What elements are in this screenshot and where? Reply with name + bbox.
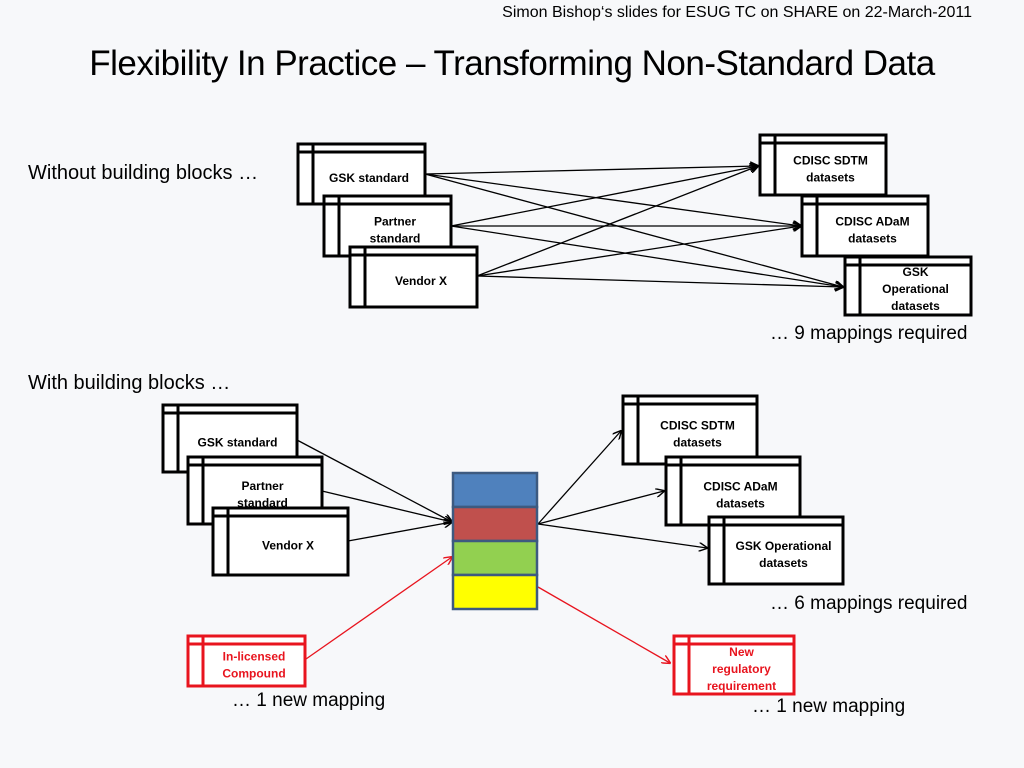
building-block-stack xyxy=(451,471,539,611)
bb-target-box-1-label: CDISC SDTM xyxy=(660,419,735,433)
target-box-2-label: CDISC ADaM xyxy=(835,215,909,229)
with-label: With building blocks … xyxy=(28,372,231,394)
target-box-2-label: datasets xyxy=(848,232,897,246)
bb-source-box-3: Vendor X xyxy=(211,506,350,577)
stack-layer-red xyxy=(451,505,539,543)
bb-target-box-2-label: CDISC ADaM xyxy=(703,480,777,494)
bb-source-box-2-label: Partner xyxy=(241,479,283,493)
new-source-arrow xyxy=(305,557,452,660)
new-target-box-label: New xyxy=(729,645,754,659)
source-box-2-label: Partner xyxy=(374,215,416,229)
stack-layer-blue xyxy=(451,471,539,509)
nine-mappings-caption: … 9 mappings required xyxy=(770,323,968,344)
target-box-1-label: datasets xyxy=(806,171,855,185)
bb-target-box-3-label: datasets xyxy=(759,556,808,570)
target-box-3-label: datasets xyxy=(891,299,940,313)
target-box-3-label: Operational xyxy=(882,282,949,296)
target-box-3-label: GSK xyxy=(902,265,928,279)
source-box-2-label: standard xyxy=(370,232,421,246)
header-note: Simon Bishop‘s slides for ESUG TC on SHA… xyxy=(502,4,972,21)
target-box-2: CDISC ADaM datasets xyxy=(800,194,930,258)
mapping-arrow-2-1 xyxy=(476,226,801,277)
target-box-1: CDISC SDTM datasets xyxy=(758,133,888,197)
six-mappings-caption: … 6 mappings required xyxy=(770,593,968,614)
bb-target-box-1: CDISC SDTM datasets xyxy=(621,394,759,466)
new-target-box-label: requirement xyxy=(707,679,776,693)
new-source-caption: … 1 new mapping xyxy=(232,690,386,711)
new-target-arrow xyxy=(537,586,670,663)
mapping-arrow-0-2 xyxy=(424,173,843,287)
bb-target-box-2-label: datasets xyxy=(716,497,765,511)
new-source-box-label: In-licensed xyxy=(223,650,286,664)
stack-layer-green xyxy=(451,539,539,577)
new-target-caption: … 1 new mapping xyxy=(752,696,906,717)
source-box-3-label: Vendor X xyxy=(395,274,447,288)
new-target-box: New regulatory requirement xyxy=(672,634,796,696)
without-label: Without building blocks … xyxy=(28,162,259,184)
mapping-arrow-0-0 xyxy=(424,166,758,175)
source-box-1: GSK standard xyxy=(296,142,427,206)
mapping-arrow-2-2 xyxy=(476,275,843,287)
bb-target-box-3: GSK Operational datasets xyxy=(707,515,845,586)
bb-target-box-3-label: GSK Operational xyxy=(735,539,831,553)
bb-target-box-1-label: datasets xyxy=(673,436,722,450)
bb-source-box-3-label: Vendor X xyxy=(262,539,314,553)
source-box-1-label: GSK standard xyxy=(329,171,409,185)
source-to-stack-arrow-2 xyxy=(321,490,452,522)
stack-to-target-arrow-3 xyxy=(537,523,707,548)
source-to-stack-arrow-3 xyxy=(347,522,452,542)
mapping-arrow-2-0 xyxy=(476,166,758,277)
mapping-arrow-1-2 xyxy=(450,225,843,287)
target-box-1-label: CDISC SDTM xyxy=(793,154,868,168)
mapping-arrow-0-1 xyxy=(424,173,801,226)
slide-title: Flexibility In Practice – Transforming N… xyxy=(89,44,935,83)
source-to-stack-arrow-1 xyxy=(296,439,452,522)
source-box-3: Vendor X xyxy=(348,245,479,309)
bb-source-box-1-label: GSK standard xyxy=(197,436,277,450)
stack-to-target-arrow-1 xyxy=(537,431,621,525)
stack-layer-yellow xyxy=(451,573,539,611)
target-box-3: GSK Operational datasets xyxy=(843,255,973,317)
new-target-box-label: regulatory xyxy=(712,662,771,676)
bb-target-box-2: CDISC ADaM datasets xyxy=(664,455,802,527)
new-source-box-label: Compound xyxy=(222,667,285,681)
stack-to-target-arrow-2 xyxy=(537,491,664,525)
mapping-arrow-1-0 xyxy=(450,166,758,227)
